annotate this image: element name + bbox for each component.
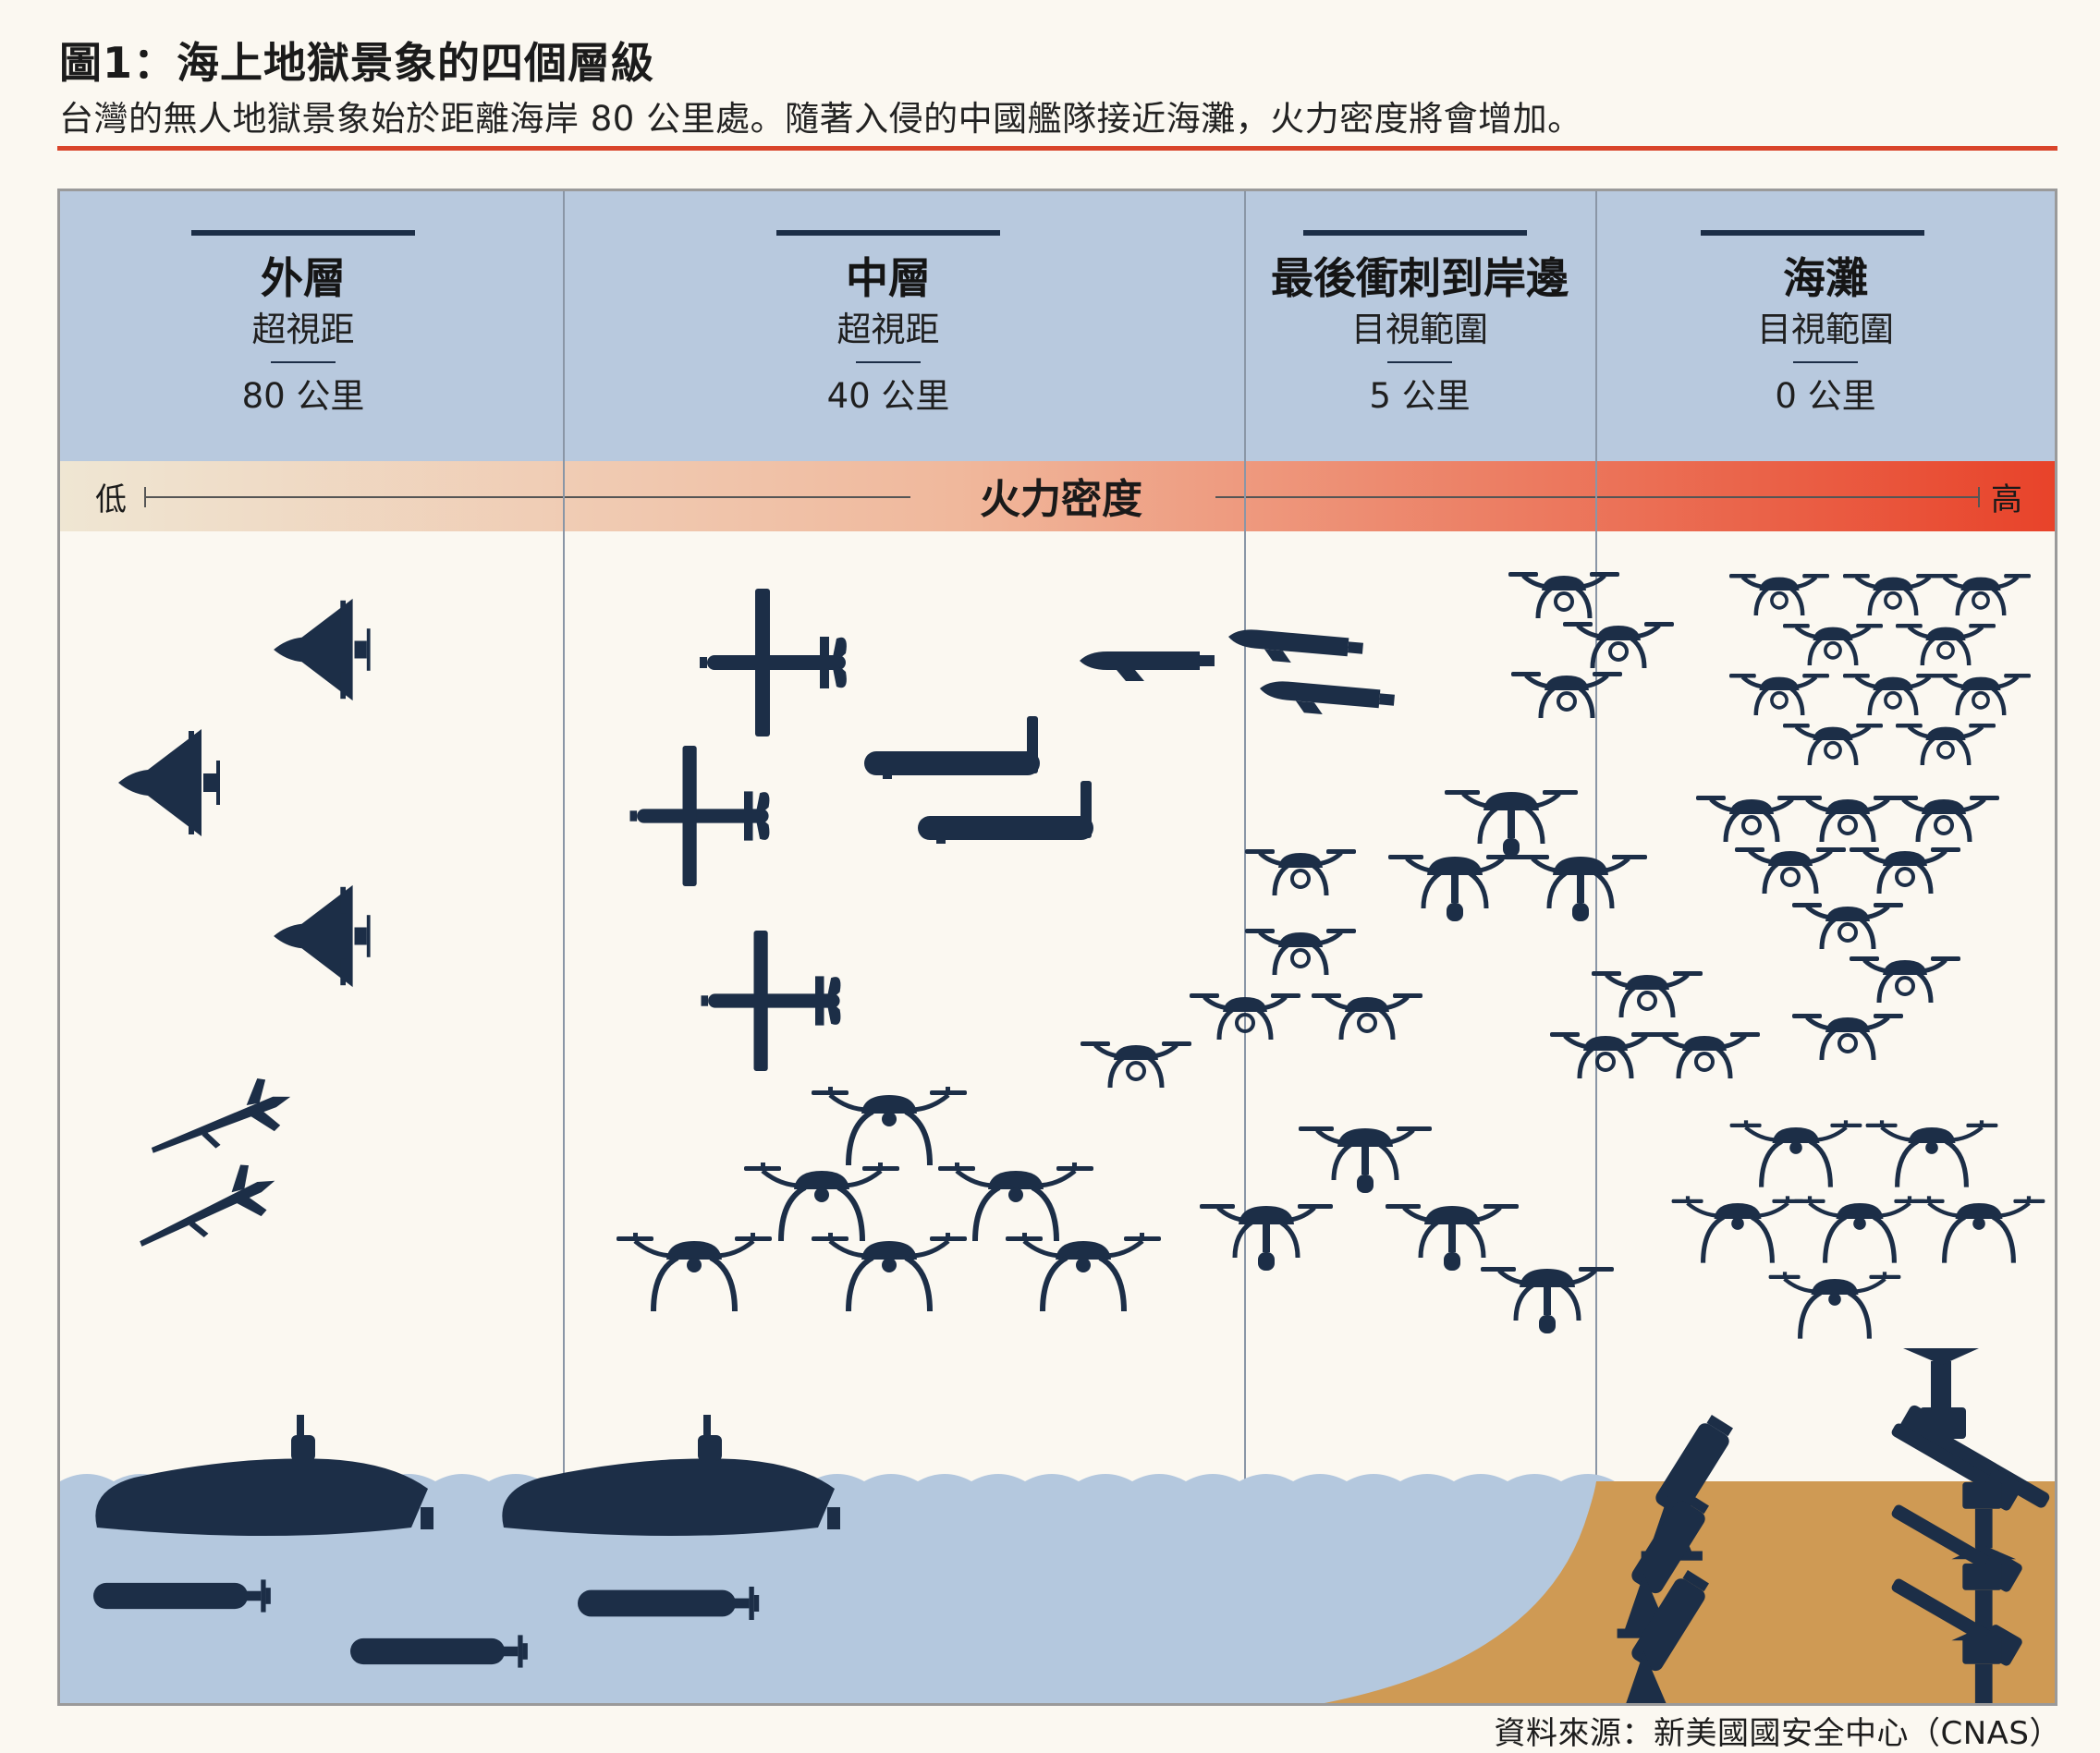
quadcopter-drone-icon [1792, 796, 1903, 842]
quadcopter-drone-icon [744, 1163, 899, 1241]
diagram-frame: 低 火力密度 高 外層 超視距 80 公里 中層 超視距 40 公里 最後衝刺到… [57, 189, 2057, 1706]
zone-range: 超視距 [252, 310, 355, 349]
quadcopter-drone-icon [1696, 796, 1807, 842]
bomber-drone-icon [1200, 1204, 1333, 1271]
quadcopter-drone-icon [1896, 624, 1996, 665]
source-credit: 資料來源：新美國國安全中心（CNAS） [1494, 1715, 2061, 1752]
density-low-label: 低 [95, 481, 127, 518]
quadcopter-drone-icon [1672, 1196, 1804, 1262]
quadcopter-drone-icon [812, 1087, 967, 1165]
zone-header-band [60, 191, 2055, 461]
quadcopter-drone-icon [1783, 624, 1883, 665]
fixed-wing-drone-icon [629, 746, 770, 886]
fixed-wing-drone-icon [701, 931, 841, 1071]
quadcopter-drone-icon [1312, 993, 1422, 1040]
zone-distance: 0 公里 [1775, 376, 1875, 416]
zone-distance: 80 公里 [242, 376, 365, 416]
page-subtitle: 台灣的無人地獄景象始於距離海岸 80 公里處。隨著入侵的中國艦隊接近海灘，火力密… [59, 99, 1582, 139]
zone-name: 外層 [261, 253, 346, 303]
delta-wing-drone-icon [118, 729, 220, 836]
quadcopter-drone-icon [1783, 724, 1883, 765]
delta-wing-drone-icon [274, 598, 371, 701]
quadcopter-drone-icon [1006, 1233, 1161, 1311]
quadcopter-drone-icon [1792, 903, 1903, 949]
quadcopter-drone-icon [1245, 929, 1356, 975]
bomber-drone-icon [1481, 1267, 1614, 1333]
quadcopter-drone-icon [1931, 574, 2031, 615]
loitering-munition-icon [918, 781, 1093, 844]
bomber-drone-icon [1388, 855, 1521, 921]
cruise-missile-icon [1227, 627, 1364, 669]
quadcopter-drone-icon [812, 1233, 967, 1311]
bomber-drone-icon [1445, 790, 1578, 857]
zone-header-final-dash: 最後衝刺到岸邊 目視範圍 5 公里 [1271, 230, 1569, 416]
quadcopter-drone-icon [1843, 674, 1943, 715]
quadcopter-drone-icon [1508, 572, 1619, 618]
quadcopter-drone-icon [1563, 622, 1674, 668]
zone-distance: 40 公里 [827, 376, 950, 416]
bomber-drone-icon [1514, 855, 1647, 921]
quadcopter-drone-icon [1794, 1196, 1926, 1262]
quadcopter-drone-icon [1850, 956, 1960, 1003]
quadcopter-drone-icon [1729, 574, 1829, 615]
quadcopter-drone-icon [1792, 1014, 1903, 1060]
quadcopter-drone-icon [1843, 574, 1943, 615]
quadcopter-drone-icon [1245, 849, 1356, 895]
density-high-label: 高 [1991, 481, 2022, 518]
zone-header-outer: 外層 超視距 80 公里 [191, 230, 415, 416]
quadcopter-drone-icon [1896, 724, 1996, 765]
zone-header-beach: 海灘 目視範圍 0 公里 [1701, 230, 1924, 416]
bomber-drone-icon [1299, 1126, 1432, 1193]
zone-range: 目視範圍 [1351, 310, 1488, 349]
zone-name: 最後衝刺到岸邊 [1271, 253, 1569, 303]
quadcopter-drone-icon [1729, 674, 1829, 715]
bomber-drone-icon [1386, 1204, 1519, 1271]
cruise-missile-icon [127, 1154, 286, 1262]
quadcopter-drone-icon [1730, 1120, 1862, 1187]
quadcopter-drone-icon [617, 1233, 772, 1311]
quadcopter-drone-icon [1913, 1196, 2045, 1262]
loitering-munition-icon [864, 716, 1040, 779]
zone-distance: 5 公里 [1369, 376, 1470, 416]
diagram-canvas: 低 火力密度 高 外層 超視距 80 公里 中層 超視距 40 公里 最後衝刺到… [60, 191, 2055, 1703]
quadcopter-drone-icon [1850, 847, 1960, 894]
zone-range: 超視距 [837, 310, 940, 349]
zone-range: 目視範圍 [1757, 310, 1894, 349]
quadcopter-drone-icon [1190, 993, 1300, 1040]
density-label: 火力密度 [980, 476, 1142, 523]
delta-wing-drone-icon [274, 884, 371, 988]
quadcopter-drone-icon [938, 1163, 1093, 1241]
quadcopter-drone-icon [1511, 672, 1622, 718]
quadcopter-drone-icon [1592, 971, 1703, 1017]
unmanned-surface-vessel-icon [502, 1415, 840, 1536]
title-rule [57, 146, 2057, 151]
quadcopter-drone-icon [1735, 847, 1846, 894]
unmanned-surface-vessel-icon [95, 1415, 434, 1536]
quadcopter-drone-icon [1649, 1032, 1760, 1078]
quadcopter-drone-icon [1888, 796, 1999, 842]
zone-header-middle: 中層 超視距 40 公里 [776, 230, 1000, 416]
zone-name: 海灘 [1783, 253, 1868, 303]
zone-name: 中層 [846, 253, 931, 303]
cruise-missile-icon [140, 1070, 299, 1169]
quadcopter-drone-icon [1866, 1120, 1998, 1187]
page-title: 圖1：海上地獄景象的四個層級 [59, 38, 655, 88]
fixed-wing-drone-icon [700, 589, 847, 737]
quadcopter-drone-icon [1931, 674, 2031, 715]
quadcopter-drone-icon [1769, 1272, 1901, 1338]
quadcopter-drone-icon [1081, 1041, 1191, 1088]
cruise-missile-icon [1080, 651, 1215, 681]
cruise-missile-icon [1258, 679, 1396, 721]
quadcopter-drone-icon [1550, 1032, 1661, 1078]
